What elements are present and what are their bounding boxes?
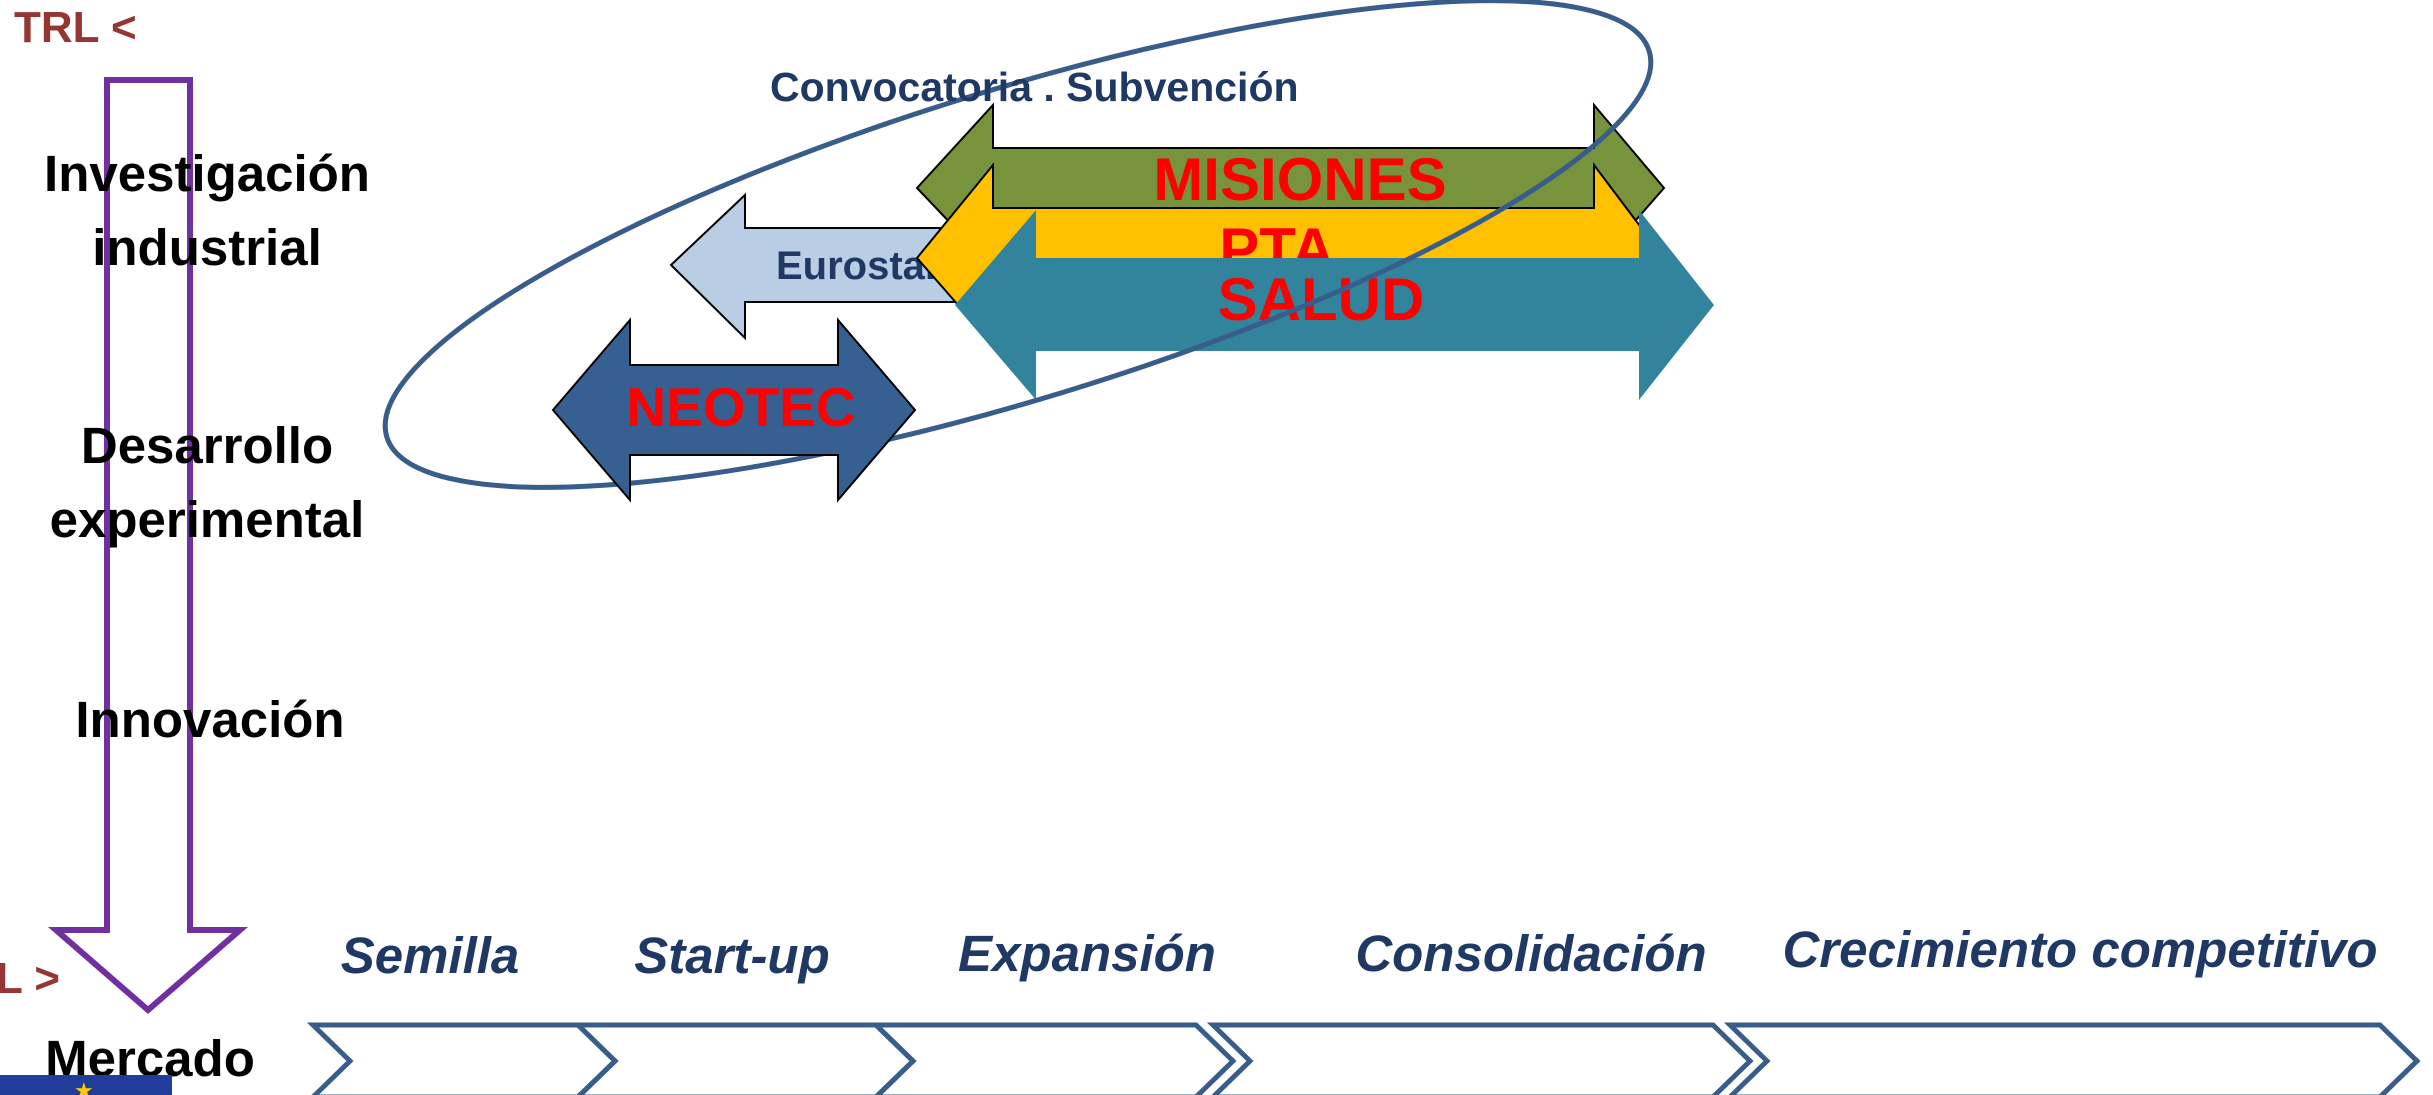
stage-expansion: Expansión [958,925,1216,982]
level-dev-line2: experimental [50,491,365,548]
stage-crecimiento: Crecimiento competitivo [1782,921,2377,978]
stage-chevrons [306,1022,2421,1095]
chevron-semilla [306,1022,619,1095]
trl-arrow [47,77,249,1014]
chevron-crecimiento [1723,1022,2421,1095]
convocatoria-ellipse [382,0,1654,490]
salud-arrow [955,210,1714,400]
eu-flag-icon: ★ [0,1075,172,1095]
trl-top-label: TRL < [14,3,137,52]
level-research-line1: Investigación [44,145,370,202]
level-dev-line1: Desarrollo [81,417,333,474]
svg-text:★: ★ [74,1078,94,1095]
level-research-line2: industrial [92,219,322,276]
trl-bottom-label: L > [0,954,60,1003]
chevron-consolidacion [1206,1022,1754,1095]
stage-semilla: Semilla [341,927,520,984]
chevron-expansion [869,1022,1237,1095]
stage-startup: Start-up [634,927,829,984]
misiones-label: MISIONES [1153,146,1446,213]
chevron-startup [571,1022,917,1095]
convocatoria-label: Convocatoria . Subvención [770,64,1299,110]
stage-consolidacion: Consolidación [1355,925,1706,982]
neotec-label: NEOTEC [626,376,855,438]
level-innovation: Innovación [75,691,344,748]
neotec-arrow [551,317,917,503]
